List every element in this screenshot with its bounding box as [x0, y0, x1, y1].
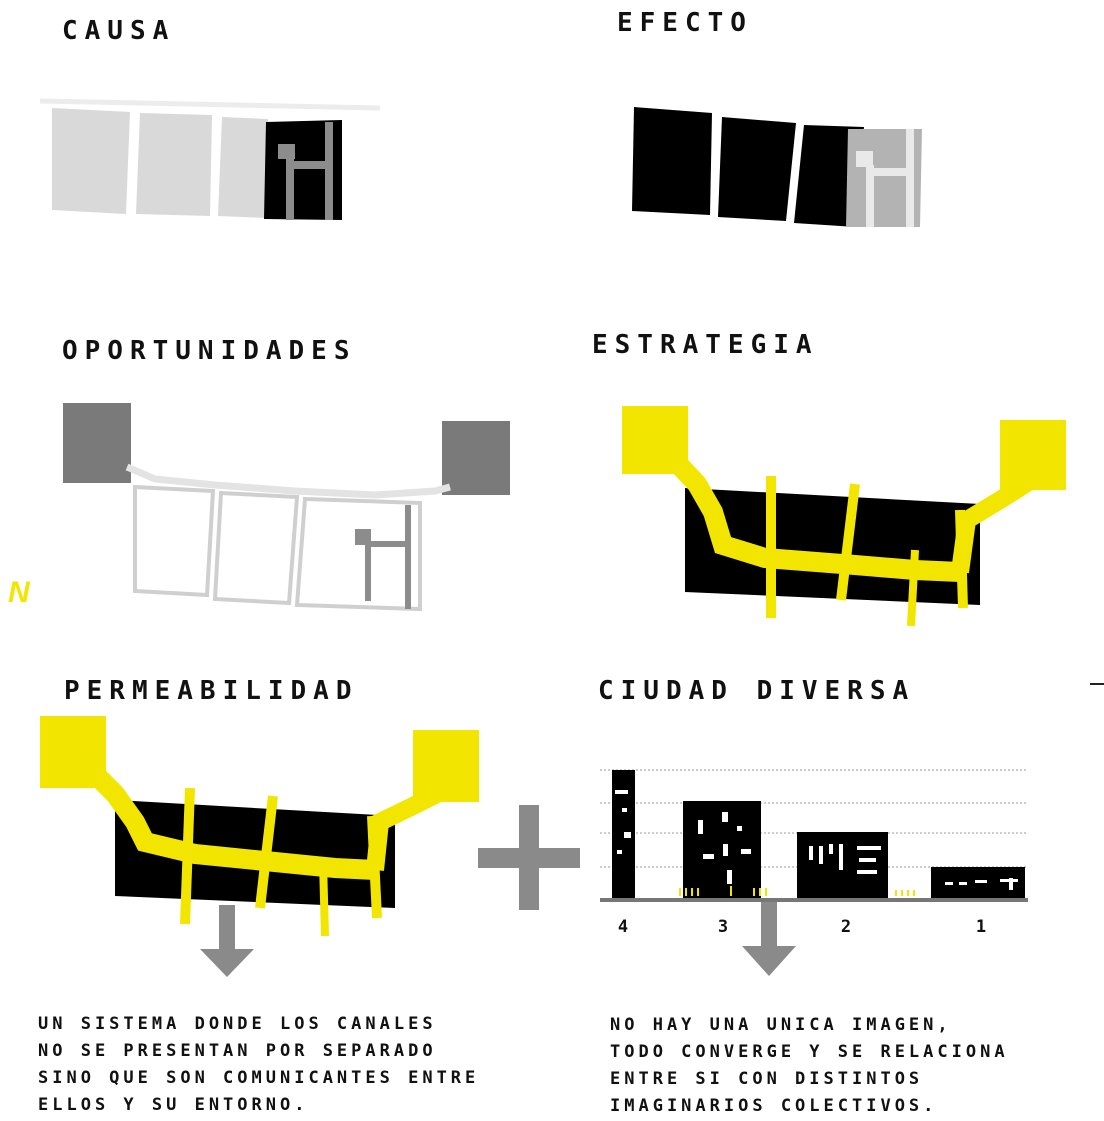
oportunidades-square-right: [442, 421, 510, 495]
efecto-plaza: [856, 151, 873, 167]
causa-block-3: [218, 117, 268, 218]
oportunidades-block-2: [212, 490, 300, 606]
oportunidades-block-3: [294, 496, 422, 612]
building-2: [797, 832, 888, 898]
oportunidades-diagram: [63, 403, 510, 612]
caption-ciudad-diversa: NO HAY UNA UNICA IMAGEN, TODO CONVERGE Y…: [610, 1015, 1009, 1116]
causa-block-1: [52, 108, 130, 214]
ciudad-ground-line: [600, 898, 1028, 902]
permeabilidad-channel-v2: [255, 795, 278, 909]
plus-icon: [478, 805, 580, 910]
title-oportunidades: OPORTUNIDADES: [62, 336, 357, 366]
building-number-4: 4: [618, 917, 628, 937]
efecto-block-1: [632, 107, 712, 215]
efecto-path-v1: [866, 165, 874, 227]
estrategia-channel-v3: [907, 549, 919, 627]
efecto-path-v2: [906, 129, 914, 227]
estrategia-channel-main: [657, 443, 961, 582]
causa-plaza: [278, 144, 295, 159]
title-causa: CAUSA: [62, 16, 176, 46]
causa-path-v2: [325, 122, 333, 220]
building-number-2: 2: [841, 917, 851, 937]
edge-dash: [1090, 683, 1104, 685]
oportunidades-path-h: [367, 541, 411, 547]
caption-permeabilidad: UN SISTEMA DONDE LOS CANALES NO SE PRESE…: [38, 1014, 480, 1115]
efecto-block-2: [718, 117, 796, 221]
causa-path-h: [292, 161, 330, 169]
estrategia-diagram: [622, 406, 1066, 627]
permeabilidad-channel-v4: [367, 815, 382, 919]
ciudad-diversa-diagram: 4 3 2 1: [600, 769, 1028, 937]
permeabilidad-channel-v1: [180, 787, 195, 925]
building-3: [683, 801, 761, 898]
efecto-block-3: [794, 125, 864, 227]
causa-path-v1: [286, 158, 294, 220]
title-permeabilidad: PERMEABILIDAD: [64, 676, 359, 706]
title-efecto: EFECTO: [617, 8, 753, 38]
causa-street-top: [40, 98, 381, 111]
title-ciudad-diversa: CIUDAD DIVERSA: [598, 676, 916, 706]
efecto-diagram: [632, 107, 922, 227]
building-number-1: 1: [976, 917, 986, 937]
estrategia-channel-v2: [836, 483, 860, 601]
building-1: [931, 867, 1025, 898]
building-number-3: 3: [718, 917, 728, 937]
north-label: N: [8, 576, 30, 609]
permeabilidad-channel-v3: [319, 861, 329, 937]
arrow-down-permeabilidad: [200, 905, 254, 977]
ciudad-access-marks: [679, 886, 915, 896]
estrategia-channel-v4: [955, 509, 968, 609]
arrow-down-ciudad-diversa: [742, 902, 796, 976]
oportunidades-square-left: [63, 403, 131, 483]
causa-block-2: [136, 113, 212, 216]
oportunidades-block-1: [133, 484, 216, 598]
building-4: [612, 770, 635, 898]
efecto-path-h: [870, 168, 910, 176]
permeabilidad-square-right: [413, 730, 479, 802]
permeabilidad-diagram: [40, 716, 479, 937]
causa-diagram: [40, 98, 381, 220]
oportunidades-street: [125, 463, 451, 499]
title-estrategia: ESTRATEGIA: [592, 330, 819, 360]
oportunidades-path-v1: [365, 543, 371, 601]
oportunidades-path-v2: [405, 505, 411, 609]
